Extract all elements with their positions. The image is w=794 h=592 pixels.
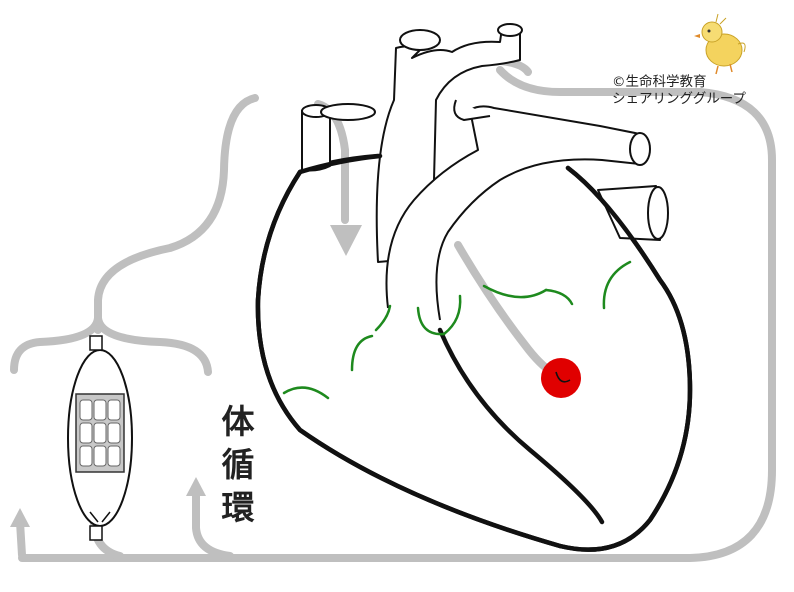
label-char-3: 環: [221, 488, 255, 527]
credit-line-2: シェアリンググループ: [612, 91, 746, 107]
coronary-arc: [544, 288, 574, 306]
superior-vena-cava: [301, 110, 331, 172]
pulmonary-vein: [597, 185, 661, 241]
pulmonary-branch-left: [453, 99, 491, 121]
systemic-circulation-label: 体 循 環: [216, 400, 260, 529]
return-flow-bottom: [18, 66, 776, 562]
pulmonary-vein-opening: [647, 186, 669, 240]
branch-left: [10, 314, 102, 374]
branch-right: [94, 314, 212, 376]
coronary-arc: [416, 306, 446, 336]
capillary-bed-icon: [67, 335, 133, 541]
coronary-arc: [442, 294, 462, 336]
coronary-vessels: [282, 260, 632, 400]
coronary-arc: [602, 260, 632, 310]
heart-outline-top: [255, 153, 693, 552]
coronary-flow-channel: [454, 241, 556, 376]
coronary-arc: [374, 304, 392, 332]
coronary-arc: [282, 386, 330, 400]
label-char-1: 体: [221, 402, 255, 441]
lower-return-left: [16, 518, 26, 559]
upper-body-branch: [94, 94, 259, 334]
coronary-arc: [482, 284, 548, 299]
label-char-2: 循: [221, 445, 255, 484]
flow-arrowheads: [10, 225, 362, 527]
aorta-branch-1: [399, 29, 441, 51]
credit-line-1: ©生命科学教育: [612, 74, 707, 90]
blockage-marker: [541, 358, 581, 398]
chick-mascot-icon: [694, 13, 746, 75]
heart-top-edge: [297, 153, 383, 175]
heart-left-edge: [255, 169, 563, 549]
copyright-credit: ©生命科学教育 シェアリンググループ: [612, 74, 746, 108]
aorta-branch-2: [497, 23, 523, 37]
septum-line: [437, 327, 605, 525]
flow-arrow-icon: [186, 477, 206, 496]
flow-arrow-icon: [330, 225, 362, 256]
heart-right-edge: [557, 165, 693, 552]
cell-grid: [79, 399, 121, 467]
flow-arrow-icon: [10, 508, 30, 527]
svc-rim: [320, 103, 376, 121]
coronary-arc: [350, 334, 374, 372]
pulmonary-opening: [629, 132, 651, 166]
lower-return-right: [192, 486, 234, 560]
great-vessels: [301, 23, 669, 321]
